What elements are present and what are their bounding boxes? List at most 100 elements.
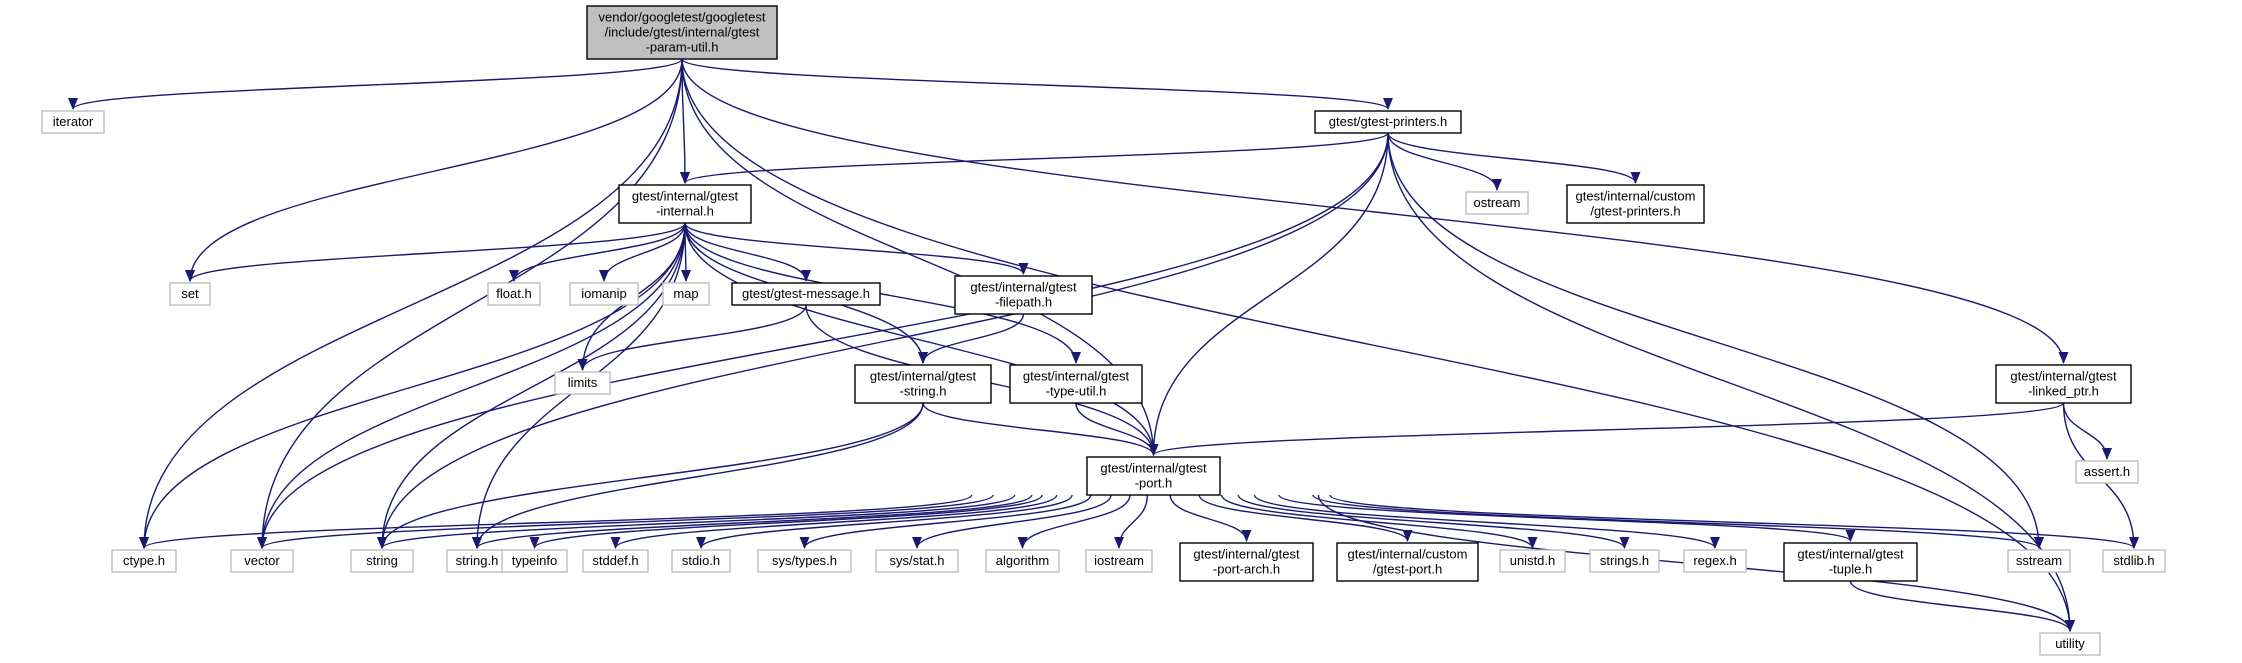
node-cstring: string.h	[446, 549, 508, 573]
edge-port-to-sysstat	[912, 494, 1112, 549]
node-box	[41, 110, 105, 134]
node-port[interactable]: gtest/internal/gtest-port.h	[1086, 456, 1221, 496]
node-box	[854, 364, 992, 404]
node-box	[671, 549, 731, 573]
edge-internal-to-filepath	[684, 222, 1029, 275]
edge-root-to-ctype	[139, 58, 683, 549]
node-label-line: typeinfo	[512, 553, 558, 568]
edge-port-to-strings	[1237, 494, 1630, 549]
node-type-util[interactable]: gtest/internal/gtest-type-util.h	[1009, 364, 1143, 404]
node-string-h[interactable]: gtest/internal/gtest-string.h	[854, 364, 992, 404]
node-label-line: gtest/internal/gtest	[1797, 547, 1904, 562]
node-box	[230, 549, 294, 573]
edge-port-to-sstream	[1312, 494, 2044, 549]
edge-port-to-cstring	[472, 494, 1033, 549]
node-algorithm: algorithm	[985, 549, 1060, 573]
node-label-line: stdlib.h	[2113, 553, 2154, 568]
node-tuple[interactable]: gtest/internal/gtest-tuple.h	[1783, 542, 1918, 582]
edge-root-to-vector	[257, 58, 683, 549]
node-box	[2039, 632, 2101, 656]
node-filepath[interactable]: gtest/internal/gtest-filepath.h	[954, 275, 1093, 315]
edge-port-to-port_arch	[1169, 494, 1252, 542]
node-box	[1336, 542, 1479, 582]
node-box	[1995, 364, 2132, 404]
edge-internal-to-message	[684, 222, 811, 282]
node-box	[169, 282, 211, 306]
node-box	[731, 282, 881, 306]
node-ostream: ostream	[1465, 191, 1529, 215]
node-label-line: gtest/gtest-printers.h	[1329, 114, 1448, 129]
node-label-line: gtest/internal/custom	[1576, 189, 1696, 204]
node-box	[1085, 549, 1153, 573]
node-label-line: algorithm	[996, 553, 1049, 568]
edge-string_h-to-string	[377, 402, 924, 549]
node-box	[554, 371, 611, 395]
node-label-line: -port.h	[1135, 476, 1173, 491]
node-label-line: ctype.h	[123, 553, 165, 568]
node-assert: assert.h	[2075, 460, 2139, 484]
edge-printers-to-custom_printers	[1387, 132, 1641, 184]
edge-port-to-stdlib	[1329, 494, 2139, 549]
node-label-line: stddef.h	[592, 553, 638, 568]
node-custom-port[interactable]: gtest/internal/custom/gtest-port.h	[1336, 542, 1479, 582]
edge-port-to-string	[377, 494, 1016, 549]
node-strings: strings.h	[1589, 549, 1660, 573]
node-box	[1314, 110, 1462, 134]
node-label-line: unistd.h	[1510, 553, 1556, 568]
node-printers[interactable]: gtest/gtest-printers.h	[1314, 110, 1462, 134]
node-linked-ptr[interactable]: gtest/internal/gtest-linked_ptr.h	[1995, 364, 2132, 404]
node-box	[2102, 549, 2166, 573]
node-custom-printers[interactable]: gtest/internal/custom/gtest-printers.h	[1566, 184, 1705, 224]
edge-root-to-linked_ptr	[681, 58, 2069, 364]
node-box	[1683, 549, 1747, 573]
node-box	[2075, 460, 2139, 484]
edge-internal-to-string	[377, 222, 686, 549]
edge-string_h-to-cstring	[472, 402, 924, 549]
node-regex: regex.h	[1683, 549, 1747, 573]
node-message[interactable]: gtest/gtest-message.h	[731, 282, 881, 306]
node-limits: limits	[554, 371, 611, 395]
node-label-line: utility	[2055, 636, 2085, 651]
edge-filepath-to-string_h	[918, 313, 1025, 364]
edge-internal-to-iomanip	[599, 222, 686, 282]
nodes-layer: vendor/googletest/googletest/include/gte…	[41, 5, 2166, 656]
node-label-line: vendor/googletest/googletest	[599, 10, 766, 25]
node-label-line: assert.h	[2084, 464, 2130, 479]
edge-linked_ptr-to-assert	[2062, 402, 2112, 460]
node-stdlib: stdlib.h	[2102, 549, 2166, 573]
node-set: set	[169, 282, 211, 306]
edge-port-to-custom_port	[1198, 494, 1413, 542]
node-utility: utility	[2039, 632, 2101, 656]
node-iomanip: iomanip	[569, 282, 639, 306]
node-label-line: regex.h	[1693, 553, 1736, 568]
node-box	[618, 184, 752, 224]
node-root[interactable]: vendor/googletest/googletest/include/gte…	[586, 5, 778, 60]
node-box	[1566, 184, 1705, 224]
edge-port-to-vector	[257, 494, 994, 549]
edge-internal-to-set	[185, 222, 686, 282]
node-port-arch[interactable]: gtest/internal/gtest-port-arch.h	[1179, 542, 1314, 582]
node-label-line: stdio.h	[682, 553, 720, 568]
node-label-line: vector	[244, 553, 280, 568]
edge-port-to-unistd	[1221, 494, 1538, 549]
node-label-line: sstream	[2016, 553, 2062, 568]
node-box	[985, 549, 1060, 573]
node-box	[1589, 549, 1660, 573]
node-stddef: stddef.h	[582, 549, 649, 573]
edge-printers-to-utility	[1387, 132, 2075, 632]
node-box	[350, 549, 414, 573]
edge-printers-to-vector	[257, 132, 1389, 549]
node-box	[582, 549, 649, 573]
edge-port-to-stdio	[696, 494, 1073, 549]
edge-internal-to-float	[509, 222, 686, 282]
node-label-line: -filepath.h	[995, 295, 1052, 310]
node-iterator: iterator	[41, 110, 105, 134]
node-label-line: set	[181, 286, 199, 301]
node-box	[586, 5, 778, 60]
edges-layer	[68, 58, 2139, 632]
node-label-line: -tuple.h	[1829, 562, 1872, 577]
node-ctype: ctype.h	[111, 549, 177, 573]
node-internal[interactable]: gtest/internal/gtest-internal.h	[618, 184, 752, 224]
edge-root-to-iterator	[68, 58, 683, 110]
edge-port-to-algorithm	[1017, 494, 1131, 549]
